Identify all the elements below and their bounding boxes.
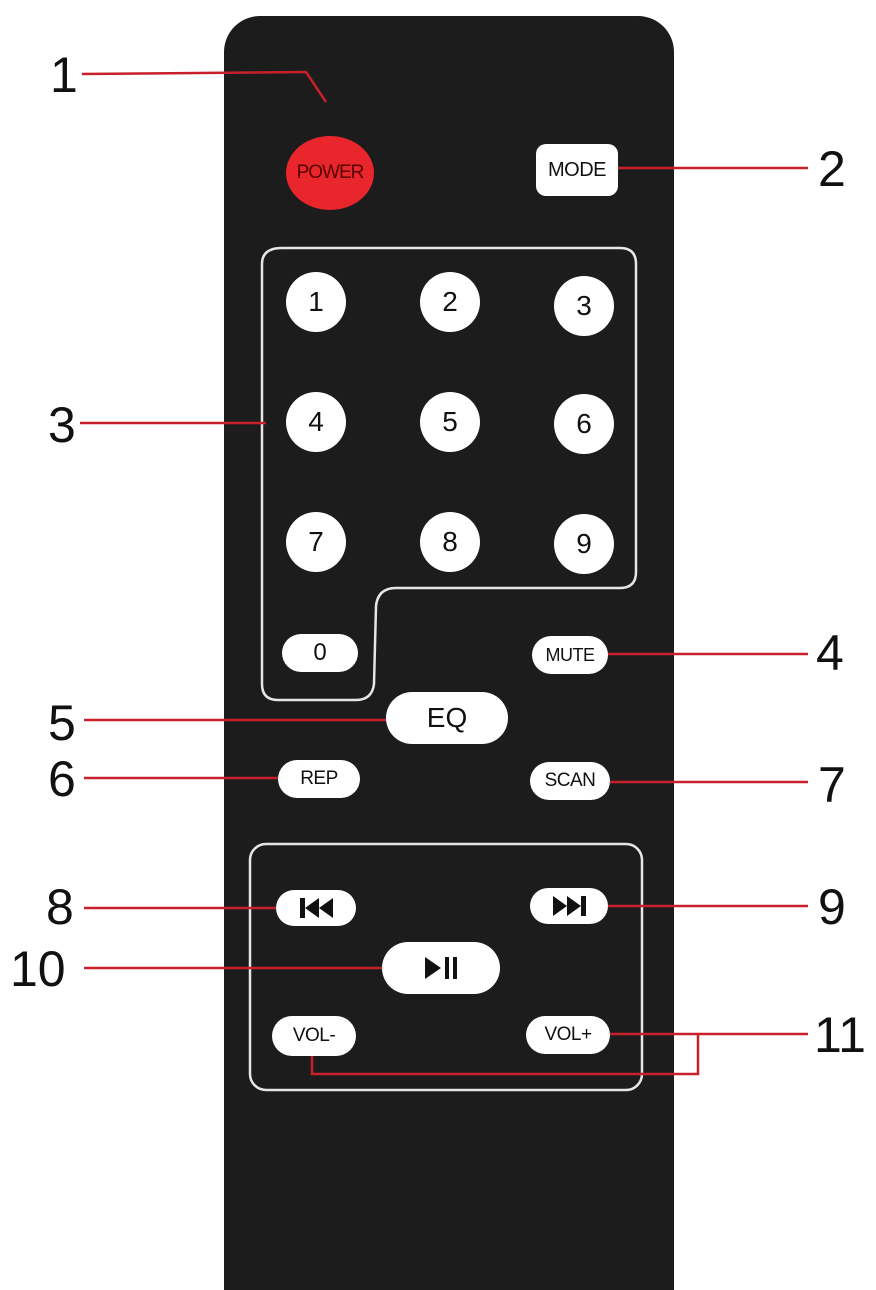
callout-2: 2 xyxy=(818,141,846,197)
previous-track-button[interactable] xyxy=(276,890,356,926)
power-button[interactable]: POWER xyxy=(286,136,374,210)
digit-button-6[interactable]: 6 xyxy=(554,394,614,454)
rep-button[interactable]: REP xyxy=(278,760,360,798)
eq-button[interactable]: EQ xyxy=(386,692,508,744)
volume-up-button[interactable]: VOL+ xyxy=(526,1016,610,1054)
volume-down-button[interactable]: VOL- xyxy=(272,1016,356,1056)
digit-button-4[interactable]: 4 xyxy=(286,392,346,452)
callout-8: 8 xyxy=(46,879,74,935)
callout-6: 6 xyxy=(48,751,76,807)
digit-button-9[interactable]: 9 xyxy=(554,514,614,574)
skip-previous-icon xyxy=(299,898,333,918)
mode-button[interactable]: MODE xyxy=(536,144,618,196)
callout-4: 4 xyxy=(816,625,844,681)
callout-1: 1 xyxy=(50,47,78,103)
callout-11: 11 xyxy=(814,1007,866,1063)
callout-3: 3 xyxy=(48,397,76,453)
digit-button-7[interactable]: 7 xyxy=(286,512,346,572)
digit-button-8[interactable]: 8 xyxy=(420,512,480,572)
play-pause-button[interactable] xyxy=(382,942,500,994)
digit-button-2[interactable]: 2 xyxy=(420,272,480,332)
digit-button-5[interactable]: 5 xyxy=(420,392,480,452)
mute-button[interactable]: MUTE xyxy=(532,636,608,674)
next-track-button[interactable] xyxy=(530,888,608,924)
digit-button-3[interactable]: 3 xyxy=(554,276,614,336)
callout-5: 5 xyxy=(48,695,76,751)
scan-button[interactable]: SCAN xyxy=(530,762,610,800)
digit-button-0[interactable]: 0 xyxy=(282,634,358,672)
skip-next-icon xyxy=(552,896,586,916)
play-pause-icon xyxy=(425,957,457,979)
digit-button-1[interactable]: 1 xyxy=(286,272,346,332)
callout-9: 9 xyxy=(818,879,846,935)
callout-7: 7 xyxy=(818,757,846,813)
callout-10: 10 xyxy=(10,941,66,997)
